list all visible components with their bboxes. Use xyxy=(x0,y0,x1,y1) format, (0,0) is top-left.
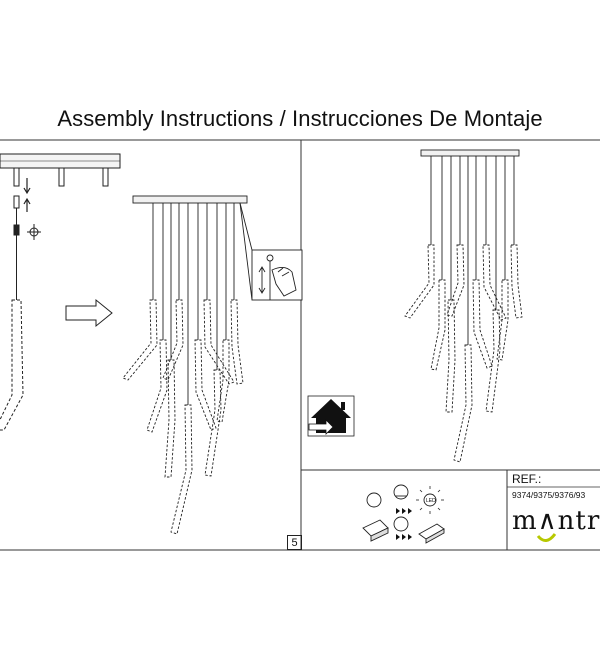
led-symbols xyxy=(362,484,445,544)
brand-smile-icon xyxy=(536,533,557,542)
led-label: LED xyxy=(426,498,436,504)
step-canopy-pendants xyxy=(122,195,248,535)
hand-adjust-callout xyxy=(239,202,303,301)
left-canopy-detail xyxy=(0,153,121,431)
ref-codes: 9374/9375/9376/93 xyxy=(512,490,586,500)
assembled-fixture xyxy=(404,149,523,463)
page-number: 5 xyxy=(287,535,302,550)
ref-label: REF.: xyxy=(512,472,542,486)
indoor-use-icon xyxy=(307,395,355,437)
brand-logo: m∧ntr xyxy=(512,506,600,536)
page-title: Assembly Instructions / Instrucciones De… xyxy=(57,106,543,131)
step-arrow-icon xyxy=(65,298,113,328)
